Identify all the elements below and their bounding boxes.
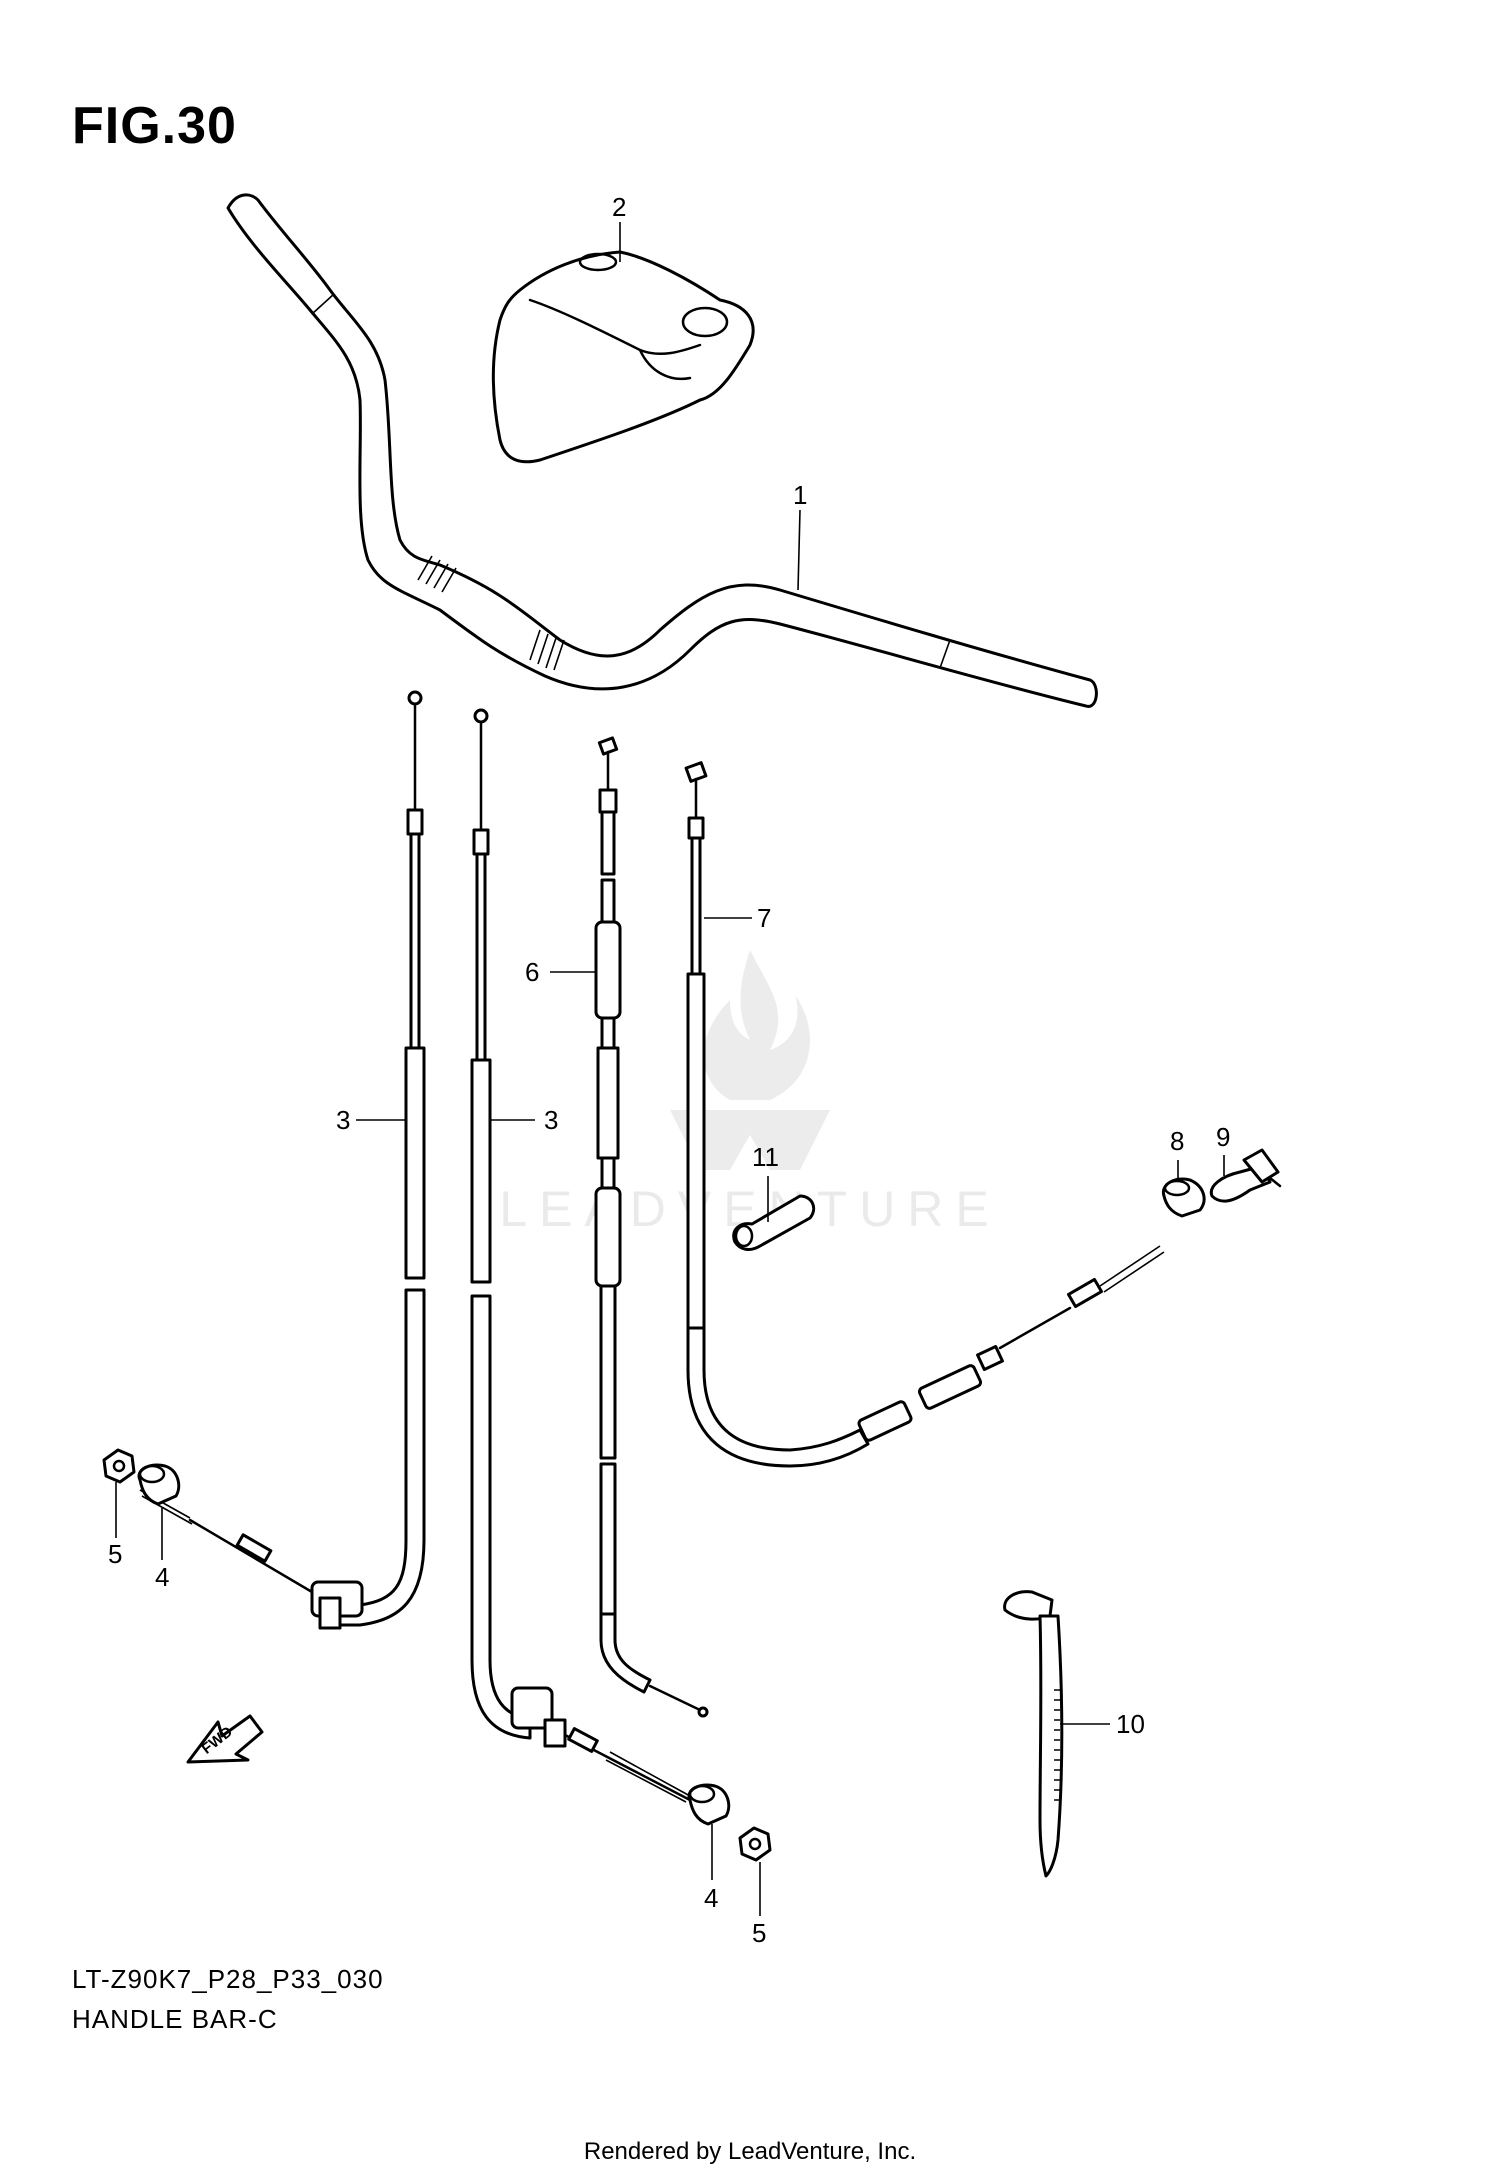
clamp-band-part[interactable]	[1003, 1590, 1064, 1878]
cable-bushing-right-part[interactable]	[687, 1783, 731, 1826]
callout-4-left: 4	[155, 1562, 169, 1592]
callout-5-right: 5	[752, 1918, 766, 1948]
watermark-logo-icon	[670, 950, 830, 1170]
callout-9: 9	[1216, 1122, 1230, 1152]
render-credit: Rendered by LeadVenture, Inc.	[583, 2138, 917, 2165]
forward-arrow-icon: FWD	[186, 1714, 264, 1764]
callout-6: 6	[525, 957, 539, 987]
model-code: LT-Z90K7_P28_P33_030	[72, 1964, 384, 1994]
callout-11: 11	[752, 1142, 779, 1172]
clutch-cable-part[interactable]	[684, 761, 1165, 1468]
callout-labels: 1 2 3 3 4 4 5 5 6 7 8 9 10 11	[108, 192, 1230, 1948]
handlebar-knurl-left	[417, 555, 457, 593]
cable-clip-part[interactable]	[732, 1194, 816, 1251]
callout-5-left: 5	[108, 1539, 122, 1569]
throttle-cable-part[interactable]	[594, 736, 709, 1718]
callout-1: 1	[793, 480, 807, 510]
brake-cable-right-part[interactable]	[470, 708, 692, 1803]
cable-nut-left-part[interactable]	[102, 1448, 136, 1484]
brake-cable-left-part[interactable]	[139, 690, 426, 1630]
handlebar-knurl-right	[529, 629, 565, 671]
callout-leaders	[115, 222, 1225, 1916]
handlebar-part[interactable]	[226, 193, 1098, 708]
cable-collar-part[interactable]	[1161, 1177, 1206, 1218]
callout-7: 7	[757, 903, 771, 933]
callout-3-left: 3	[336, 1105, 350, 1135]
callout-3-right: 3	[544, 1105, 558, 1135]
handlebar-cover-part[interactable]	[491, 250, 755, 464]
section-name: HANDLE BAR-C	[72, 2004, 278, 2034]
callout-4-right: 4	[704, 1883, 718, 1913]
cable-bushing-left-part[interactable]	[137, 1463, 181, 1506]
callout-2: 2	[612, 192, 626, 222]
leadventure-watermark: LEADVENTURE	[470, 940, 1030, 1240]
figure-title: FIG.30	[72, 97, 237, 155]
callout-10: 10	[1116, 1709, 1145, 1739]
cable-adjuster-part[interactable]	[1209, 1148, 1282, 1203]
callout-8: 8	[1170, 1126, 1184, 1156]
cable-nut-right-part[interactable]	[738, 1826, 772, 1862]
